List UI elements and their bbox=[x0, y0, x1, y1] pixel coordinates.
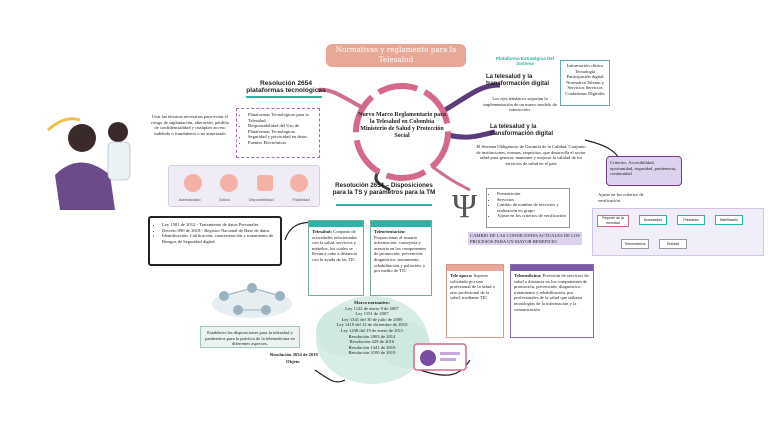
marco-cloud bbox=[316, 296, 430, 384]
central-text: Nuevo Marco Reglamentario para la Telesa… bbox=[358, 112, 446, 139]
laws-list-box: Ley 1581 de 2012 - Tratamiento de datos … bbox=[148, 216, 282, 266]
teleorientacion-text: Proporcionar al usuario información, con… bbox=[374, 234, 427, 274]
objeto-box: Establecer las disposiciones para la tel… bbox=[200, 326, 300, 348]
telemedicina-text: Provisión de servicios de salud a distan… bbox=[514, 273, 589, 312]
title-line-1: Normativas y reglamento para la bbox=[335, 45, 457, 54]
marco-item: Ley 1438 del 19 de enero de 2011 bbox=[340, 327, 404, 333]
plat-item: Seguridad y privacidad en datos. bbox=[248, 134, 316, 140]
icon-label: Fiabilidad bbox=[292, 197, 310, 202]
teleapoyo-text: Soporte solicitado por una profesional d… bbox=[450, 273, 495, 301]
marco-item: Resolución 429 de 2016 bbox=[349, 339, 395, 345]
icon-label: Disponibilidad bbox=[248, 197, 274, 202]
plat-item: Plataformas Tecnológicas para la Telesal… bbox=[248, 112, 316, 123]
law-item: Identificación, Calificación, caracteriz… bbox=[162, 233, 276, 244]
psi-item: Presentación bbox=[497, 191, 567, 197]
plat-item: Fuentes Electrónicas bbox=[248, 140, 316, 146]
sogc-text: El Sistema Obligatorio de Garantía de la… bbox=[476, 144, 586, 166]
marco-item: Ley 1419 del 13 de diciembre de 2010 bbox=[336, 322, 408, 328]
flow-node: Habilitación bbox=[715, 215, 743, 225]
platform-heading: Plataforma Estratégica Del Sistema bbox=[495, 56, 555, 67]
heading-underline bbox=[246, 96, 322, 98]
certificate-icon bbox=[413, 343, 467, 371]
criteria-text: Criterios: Accesibilidad, oportunidad, s… bbox=[610, 160, 677, 177]
objeto-label-1: Resolución 2654 de 2019 bbox=[270, 352, 318, 357]
plat-items-box: Plataformas Tecnológicas para la Telesal… bbox=[236, 108, 320, 158]
flow-node: Novedades bbox=[639, 215, 667, 225]
heading-td-1-text: Los ejes temáticos soportan la implement… bbox=[483, 96, 557, 113]
security-icons bbox=[184, 174, 308, 192]
marco-heading: Marco normativo: bbox=[353, 300, 391, 305]
marco-item: Ley 1122 de enero 9 de 2007 bbox=[345, 305, 399, 311]
icon-label: Autenticidad bbox=[178, 197, 201, 202]
law-item: Ley 1581 de 2012 - Tratamiento de datos … bbox=[162, 222, 276, 228]
res2654-plat-intro: Usar las técnicas necesarias para evitar… bbox=[151, 114, 229, 136]
psi-item: Ajuste en los criterios de verificación bbox=[497, 213, 567, 219]
psi-list-box: Presentación Servicios Cambio de nombre … bbox=[486, 188, 570, 228]
law-item: Decreto 090 de 2018 - Registro Nacional … bbox=[162, 228, 276, 234]
central-ring bbox=[353, 83, 451, 181]
marco-item: Resolución 3100 de 2019 bbox=[348, 350, 396, 356]
telesalud-text: Conjunto de actividades relacionadas con… bbox=[312, 229, 357, 262]
heading-td-1: La telesalud y la transformación digital bbox=[486, 74, 550, 87]
marco-item: Ley 1151 de 2007 bbox=[355, 311, 389, 317]
doctor-patient-illustration bbox=[47, 117, 131, 210]
marco-item: Resolución 2003 de 2014 bbox=[348, 333, 396, 339]
title-line-2: Telesalud bbox=[378, 55, 414, 64]
telesalud-term: Telesalud: bbox=[312, 229, 332, 234]
res2654-disp-heading: Resolución 2654 – Disposiciones para la … bbox=[332, 182, 436, 196]
teleapoyo-card: Tele apoyo: Soporte solicitado por una p… bbox=[446, 264, 504, 338]
flow-diagram: Reporte de la novedad Novedades Prestado… bbox=[592, 208, 764, 256]
heading-underline bbox=[336, 204, 432, 206]
psi-side-text: Ajuste en los criterios de verificación bbox=[598, 192, 644, 203]
telemedicina-card: Telemedicina: Provisión de servicios de … bbox=[510, 264, 594, 338]
flow-node: Reporte de la novedad bbox=[597, 215, 629, 227]
psi-item: Servicios bbox=[497, 197, 567, 203]
telesalud-card: Telesalud: Conjunto de actividades relac… bbox=[308, 220, 364, 296]
plat-item: Responsabilidad del Uso de Plataformas T… bbox=[248, 123, 316, 134]
telemedicina-term: Telemedicina: bbox=[514, 273, 542, 278]
marco-item: Ley 1341 del 30 de julio de 2009 bbox=[341, 316, 403, 322]
flow-node: Telemedicina bbox=[621, 239, 649, 249]
marco-list: Marco normativo: Ley 1122 de enero 9 de … bbox=[324, 300, 420, 356]
network-illustration bbox=[212, 283, 292, 318]
psi-item: Cambio de nombre de servicios y realizac… bbox=[497, 202, 567, 213]
teleapoyo-term: Tele apoyo: bbox=[450, 273, 473, 278]
psi-caption: CAMBIO DE LAS CONDICIONES ACTUALES DE LO… bbox=[468, 232, 582, 246]
res2654-plat-heading: Resolución 2654 plataformas tecnológicas bbox=[246, 80, 326, 95]
plat-items-list: Plataformas Tecnológicas para la Telesal… bbox=[240, 112, 316, 146]
objeto-label-2: Objeto bbox=[286, 359, 300, 364]
flow-node: Prestador bbox=[677, 215, 705, 225]
icon-label: Datos bbox=[219, 197, 230, 202]
teleorientacion-term: Teleorientación: bbox=[374, 229, 406, 234]
title-banner: Normativas y reglamento para la Telesalu… bbox=[326, 44, 466, 67]
heading-td-2: La telesalud y la transformación digital bbox=[490, 124, 554, 137]
flow-node: Entidad bbox=[659, 239, 687, 249]
psi-symbol: Ψ bbox=[452, 188, 478, 225]
laws-list: Ley 1581 de 2012 - Tratamiento de datos … bbox=[154, 222, 276, 244]
psi-list: Presentación Servicios Cambio de nombre … bbox=[489, 191, 567, 219]
criteria-box: Criterios: Accesibilidad, oportunidad, s… bbox=[606, 156, 682, 186]
platform-items-box: Información clínica Tecnología Participa… bbox=[560, 60, 610, 106]
marco-item: Resolución 1441 de 2016 bbox=[348, 344, 396, 350]
teleorientacion-card: Teleorientación: Proporcionar al usuario… bbox=[370, 220, 432, 296]
security-icon-strip: Autenticidad Datos Disponibilidad Fiabil… bbox=[168, 165, 320, 207]
